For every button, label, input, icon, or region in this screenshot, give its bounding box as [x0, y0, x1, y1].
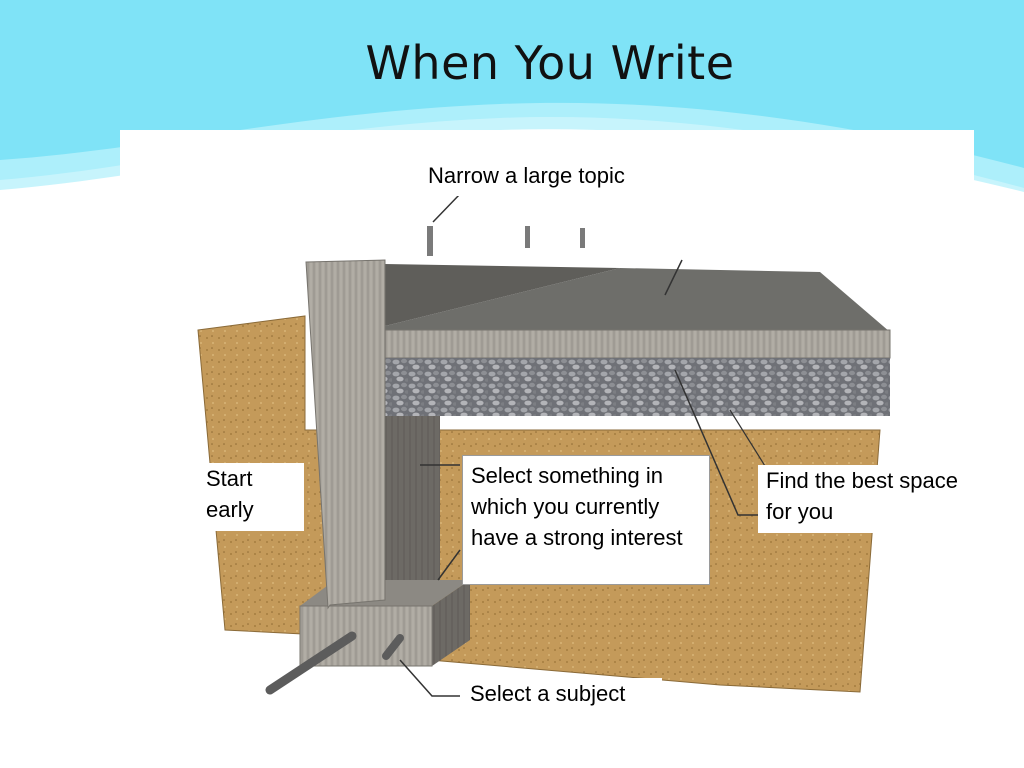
- foundation-diagram: [197, 193, 891, 697]
- label-select-subject: Select a subject: [462, 678, 662, 714]
- footing-side: [432, 580, 470, 666]
- slab-top: [385, 268, 890, 332]
- wall-inner-face: [385, 416, 440, 600]
- leader-slab: [664, 259, 683, 296]
- gravel-layer: [385, 358, 890, 416]
- label-select-something: Select something in which you currently …: [462, 455, 710, 585]
- header-wave-highlight: [0, 102, 1024, 192]
- rebar-horizontal: [265, 631, 357, 695]
- label-best-space: Find the best space for you: [758, 465, 992, 533]
- foundation-wall: [305, 259, 386, 610]
- rebar-short: [382, 634, 404, 660]
- leader-narrow: [432, 193, 461, 223]
- anchor-bolt-2: [525, 226, 530, 248]
- label-start-early: Start early: [198, 463, 304, 531]
- slide-title: When You Write: [365, 36, 735, 90]
- wall-top-strip: [310, 262, 620, 326]
- slab-edge: [384, 329, 891, 359]
- label-narrow-topic: Narrow a large topic: [420, 160, 668, 196]
- diagram-panel: Narrow a large topic Start early Select …: [120, 130, 992, 768]
- footing-front: [299, 605, 433, 667]
- anchor-bolt-3: [580, 228, 585, 248]
- leader-subject: [399, 659, 460, 697]
- anchor-bolt-1: [427, 226, 433, 256]
- leader-interest-footing: [437, 549, 461, 581]
- leader-best-space: [674, 369, 758, 516]
